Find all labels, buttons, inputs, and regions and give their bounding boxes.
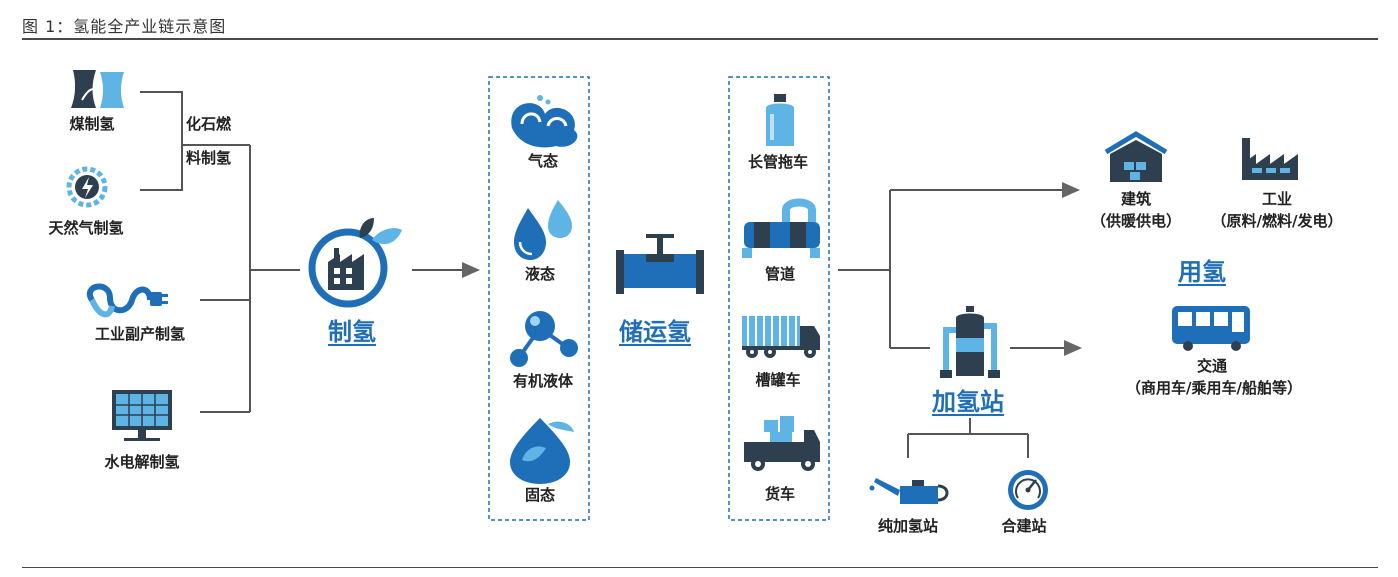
solar-panel-icon bbox=[112, 390, 172, 441]
figure-title: 图 1：氢能全产业链示意图 bbox=[22, 17, 227, 36]
pipeline-icon bbox=[742, 198, 820, 258]
usage-building-line2: （供暖供电） bbox=[1090, 212, 1182, 230]
usage-building-line1: 建筑 bbox=[1120, 190, 1152, 208]
state-label-organic: 有机液体 bbox=[512, 372, 574, 390]
source-label-coal: 煤制氢 bbox=[69, 115, 115, 133]
transport-label-tube-trailer: 长管拖车 bbox=[747, 153, 809, 171]
source-label-natural-gas: 天然气制氢 bbox=[48, 219, 124, 237]
gas-wave-icon bbox=[511, 95, 578, 148]
gas-cylinder-icon bbox=[766, 94, 794, 146]
usage-industry-line2: （原料/燃料/发电） bbox=[1211, 212, 1343, 230]
station-type-combined: 合建站 bbox=[1001, 517, 1047, 535]
connector-lines bbox=[140, 91, 1082, 458]
fossil-label-line2: 料制氢 bbox=[186, 149, 232, 167]
station-label: 加氢站 bbox=[932, 388, 1004, 416]
usage-transport-line2: （商用车/乘用车/船舶等） bbox=[1126, 379, 1302, 397]
transport-label-pipeline: 管道 bbox=[764, 265, 796, 283]
oil-can-icon bbox=[869, 478, 949, 504]
fossil-label-line1: 化石燃 bbox=[186, 115, 232, 133]
usage-industry-line1: 工业 bbox=[1261, 190, 1293, 208]
storage-hub-label: 储运氢 bbox=[619, 318, 691, 346]
transport-label-tanker: 槽罐车 bbox=[755, 371, 801, 389]
transport-modes-box bbox=[728, 76, 830, 521]
production-hub-label: 制氢 bbox=[328, 318, 376, 346]
gas-flame-icon bbox=[66, 166, 108, 208]
source-label-industrial: 工业副产制氢 bbox=[94, 325, 186, 343]
state-label-gas: 气态 bbox=[527, 152, 559, 170]
bus-icon bbox=[1172, 306, 1250, 351]
tanker-truck-icon bbox=[742, 316, 820, 358]
station-tank-icon bbox=[940, 306, 1000, 378]
cooling-tower-icon bbox=[71, 70, 124, 108]
top-rule bbox=[22, 38, 1378, 40]
usage-transport-line1: 交通 bbox=[1196, 357, 1228, 375]
factory-icon bbox=[1242, 138, 1298, 180]
station-type-pure: 纯加氢站 bbox=[877, 517, 939, 535]
state-label-liquid: 液态 bbox=[524, 265, 556, 283]
molecule-icon bbox=[510, 311, 578, 367]
transport-label-truck: 货车 bbox=[764, 485, 796, 503]
solid-drop-icon bbox=[510, 418, 574, 484]
state-label-solid: 固态 bbox=[524, 486, 556, 504]
pressure-gauge-icon bbox=[1008, 470, 1048, 510]
droplets-icon bbox=[514, 200, 572, 260]
factory-leaf-icon bbox=[308, 218, 402, 308]
pipe-valve-icon bbox=[616, 234, 704, 294]
cargo-truck-icon bbox=[744, 416, 820, 471]
usage-label: 用氢 bbox=[1178, 258, 1226, 286]
warehouse-icon bbox=[1104, 131, 1168, 182]
plug-loop-icon bbox=[86, 283, 168, 318]
storage-states-box bbox=[488, 76, 590, 521]
bottom-rule bbox=[22, 567, 1378, 568]
source-label-electrolysis: 水电解制氢 bbox=[104, 453, 180, 471]
